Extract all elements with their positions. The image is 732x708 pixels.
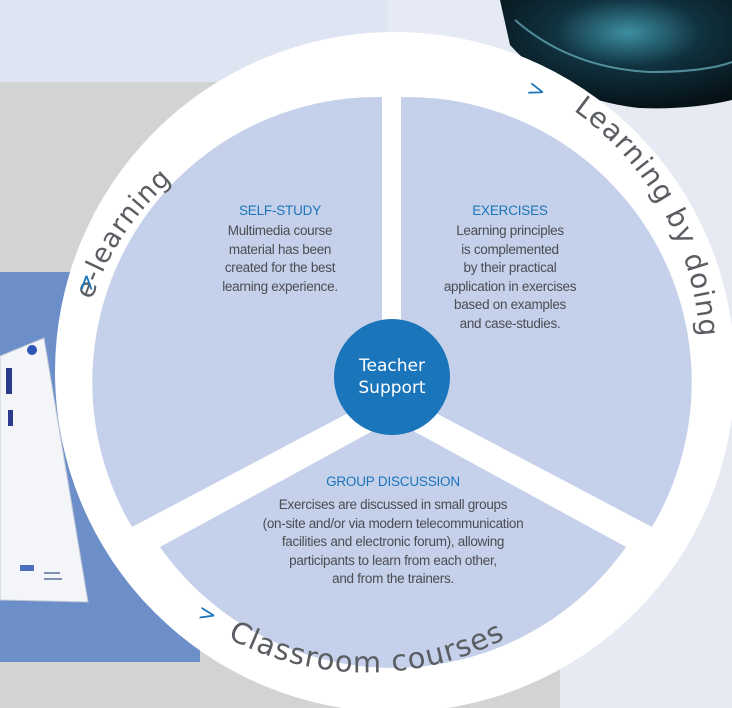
segment-group-discussion (160, 427, 626, 668)
exercises-line: Learning principles (456, 223, 564, 238)
exercises-line: and case-studies. (459, 315, 561, 331)
exercises-line: is complemented (461, 241, 559, 257)
segment-self-study (92, 96, 383, 528)
hub-label-line1: Teacher (359, 356, 425, 376)
self-study-line: Multimedia course (227, 223, 333, 238)
exercises-body: Learning principles is complemented by t… (410, 222, 610, 334)
exercises-line: application in exercises (443, 278, 577, 294)
self-study-title: SELF-STUDY (238, 203, 321, 218)
exercises-line: based on examples (454, 297, 566, 313)
group-discussion-line: (on-site and/or via modern telecommunica… (262, 515, 524, 531)
self-study-body: Multimedia course material has been crea… (190, 222, 370, 296)
group-discussion-line: facilities and electronic forum), allowi… (281, 534, 505, 550)
self-study-line: learning experience. (222, 278, 338, 294)
hub-label-line2: Support (358, 378, 426, 398)
hub-label: Teacher Support (334, 355, 450, 399)
group-discussion-line: and from the trainers. (332, 571, 454, 587)
segment-exercises (401, 96, 692, 528)
group-discussion-line: Exercises are discussed in small groups (278, 497, 508, 512)
knob-rim (514, 19, 732, 74)
group-discussion-body: Exercises are discussed in small groups … (223, 496, 563, 589)
group-discussion-title: GROUP DISCUSSION (326, 474, 460, 489)
chevron-right-icon: > (74, 273, 100, 292)
brochure-image (0, 337, 89, 603)
exercises-line: by their practical (463, 260, 557, 276)
hub-circle (334, 319, 450, 435)
group-discussion-line: participants to learn from each other, (289, 552, 497, 568)
self-study-line: created for the best (224, 260, 336, 276)
exercises-title: EXERCISES (472, 203, 548, 218)
self-study-line: material has been (228, 241, 332, 257)
